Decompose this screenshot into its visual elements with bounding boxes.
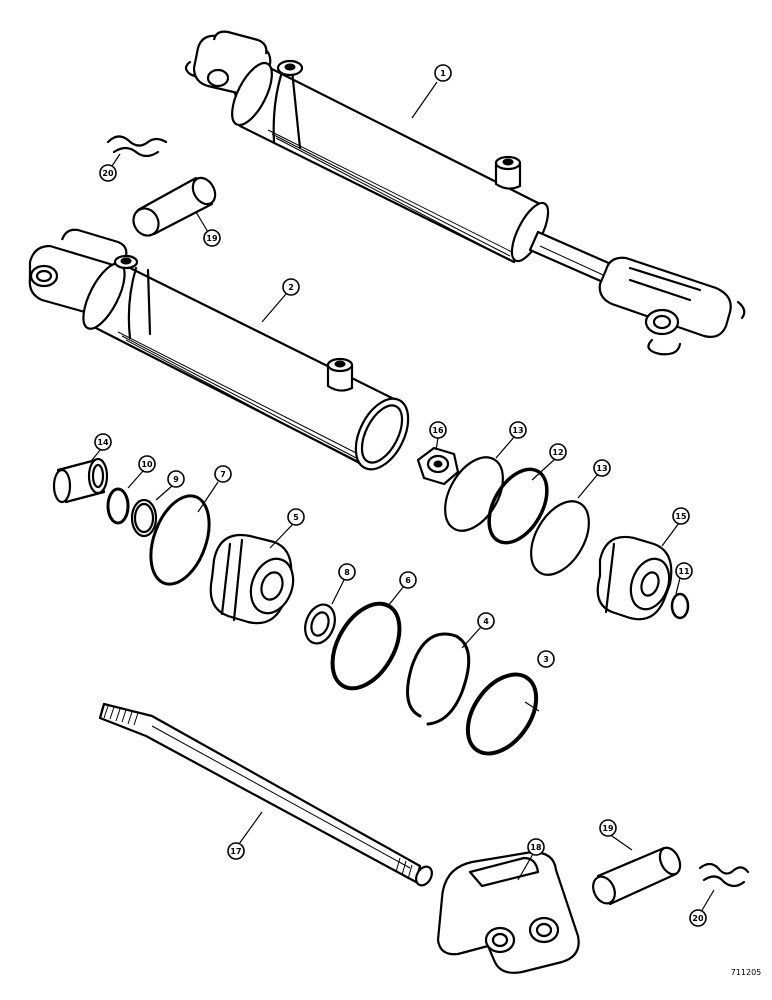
callout-20-bottom-label: 20	[692, 914, 704, 923]
callout-17: 17	[227, 842, 245, 860]
callout-19-top-label: 19	[206, 234, 218, 243]
callout-12-label: 12	[552, 448, 563, 457]
callout-13-right: 13	[593, 459, 611, 477]
callout-12: 12	[549, 443, 567, 461]
ring-3	[465, 672, 539, 756]
callout-16: 16	[429, 421, 447, 439]
callout-19-bottom-label: 19	[602, 824, 614, 833]
callout-13-left-label: 13	[512, 426, 523, 435]
callout-11-label: 11	[678, 567, 690, 576]
pin-top	[132, 176, 217, 237]
callout-6: 6	[399, 571, 417, 589]
callout-18-label: 18	[530, 843, 542, 852]
backup-ring-9	[130, 498, 158, 538]
bushing	[52, 457, 109, 504]
callout-7-label: 7	[220, 470, 226, 479]
cylinder-assembly	[184, 30, 746, 356]
callout-15-label: 15	[675, 512, 687, 521]
callout-15: 15	[672, 507, 690, 525]
split-ring-4	[406, 632, 471, 726]
callout-3: 3	[537, 650, 555, 668]
gland-5	[209, 533, 295, 625]
callout-10: 10	[138, 455, 156, 473]
hair-pin-clip-bottom	[698, 862, 750, 888]
callout-19-bottom: 19	[599, 819, 617, 837]
o-ring-12	[487, 467, 549, 545]
o-ring-7	[149, 494, 211, 586]
hair-pin-clip-top	[106, 135, 168, 158]
ring-6	[330, 601, 402, 691]
cylinder-barrel	[28, 228, 410, 471]
callout-20-top: 20	[99, 164, 117, 182]
piston-rod	[98, 702, 433, 887]
callout-14: 14	[94, 433, 112, 451]
callout-14-label: 14	[97, 438, 109, 447]
o-ring-11	[670, 592, 690, 620]
callout-1: 1	[434, 64, 452, 82]
callout-18: 18	[527, 838, 545, 856]
o-ring-10	[106, 487, 130, 525]
callout-8-label: 8	[344, 568, 350, 577]
figure-id-label: 711205	[731, 968, 762, 977]
callout-2: 2	[282, 278, 300, 296]
pin-bottom	[592, 846, 682, 906]
nut-16	[416, 446, 460, 486]
callout-9-label: 9	[173, 475, 179, 484]
piston-15	[596, 535, 673, 621]
callout-11: 11	[675, 562, 693, 580]
callout-4: 4	[477, 612, 495, 630]
ring-13-left	[444, 456, 504, 532]
callout-4-label: 4	[483, 617, 489, 626]
leader-lines	[91, 81, 715, 913]
callout-8: 8	[338, 563, 356, 581]
callout-13-left: 13	[509, 421, 527, 439]
callout-19-top: 19	[203, 229, 221, 247]
wiper-8	[304, 603, 336, 645]
rod-clevis	[436, 850, 580, 974]
callout-2-label: 2	[288, 283, 294, 292]
callout-5: 5	[287, 508, 305, 526]
callout-5-label: 5	[293, 513, 299, 522]
callout-17-label: 17	[230, 847, 241, 856]
callout-16-label: 16	[432, 426, 444, 435]
callout-1-label: 1	[440, 69, 446, 78]
callout-10-label: 10	[141, 460, 153, 469]
callout-20-bottom: 20	[689, 909, 707, 927]
callout-20-top-label: 20	[102, 169, 114, 178]
ring-13-right	[530, 500, 590, 576]
callout-7: 7	[214, 465, 232, 483]
callout-9: 9	[167, 470, 185, 488]
callout-6-label: 6	[405, 576, 411, 585]
callout-3-label: 3	[543, 655, 549, 664]
callout-13-right-label: 13	[596, 464, 607, 473]
